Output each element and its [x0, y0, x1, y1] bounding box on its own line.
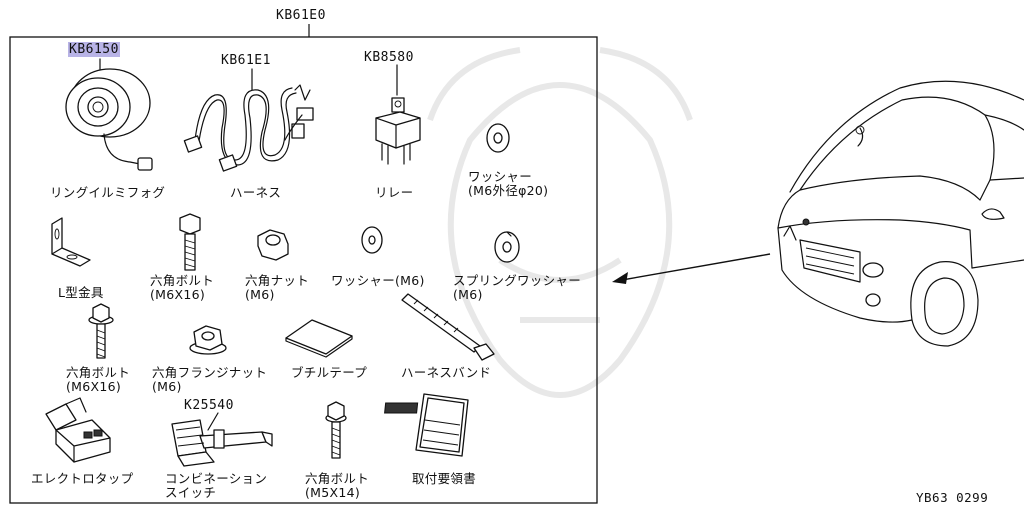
- kit-frame: [9, 36, 598, 504]
- relay-illustration: [375, 97, 421, 165]
- bolt-2-illustration: [88, 303, 114, 359]
- label-washer-20: ワッシャー (M6外径φ20): [468, 169, 549, 198]
- ring-fog-illustration: [65, 68, 153, 171]
- assembly-code: KB61E0: [276, 8, 326, 23]
- label-manual: 取付要領書: [412, 471, 477, 486]
- combination-switch-illustration: [171, 419, 273, 467]
- label-spring-washer: スプリングワッシャー (M6): [453, 273, 582, 302]
- part-code-combination-switch[interactable]: K25540: [184, 398, 234, 413]
- spring-washer-illustration: [494, 231, 520, 263]
- harness-band-illustration: [401, 293, 495, 361]
- label-washer-m6: ワッシャー(M6): [331, 273, 425, 288]
- vehicle-illustration: [777, 80, 1024, 347]
- label-flange-nut: 六角フランジナット (M6): [152, 365, 268, 394]
- label-relay: リレー: [375, 185, 414, 200]
- label-bolt-1: 六角ボルト (M6X16): [150, 273, 215, 302]
- nut-illustration: [257, 229, 289, 261]
- part-code-relay[interactable]: KB8580: [364, 50, 414, 65]
- watermark-emblem: [427, 47, 693, 398]
- label-nut: 六角ナット (M6): [245, 273, 310, 302]
- location-arrow: [612, 253, 771, 284]
- label-bolt-3: 六角ボルト (M5X14): [305, 471, 370, 500]
- electro-tap-illustration: [45, 397, 111, 463]
- manual-illustration: [384, 393, 469, 457]
- label-combination-switch: コンビネーション スイッチ: [165, 471, 268, 500]
- figure-code: YB63 0299: [916, 490, 989, 505]
- label-ring-fog: リングイルミフォグ: [50, 185, 166, 200]
- harness-illustration: [183, 84, 314, 172]
- l-bracket-illustration: [51, 217, 91, 267]
- label-harness-band: ハーネスバンド: [401, 365, 492, 380]
- washer-20-illustration: [486, 123, 510, 153]
- label-electro-tap: エレクトロタップ: [31, 471, 134, 486]
- bolt-3-illustration: [325, 401, 347, 459]
- bolt-1-illustration: [179, 213, 201, 271]
- label-butyl-tape: ブチルテープ: [291, 365, 368, 380]
- label-bolt-2: 六角ボルト (M6X16): [66, 365, 131, 394]
- part-code-harness[interactable]: KB61E1: [221, 53, 271, 68]
- flange-nut-illustration: [189, 325, 227, 355]
- washer-m6-illustration: [361, 226, 383, 254]
- label-harness: ハーネス: [230, 185, 282, 200]
- leader-k25540: [207, 412, 219, 431]
- butyl-tape-illustration: [285, 319, 353, 358]
- label-l-bracket: L型金具: [58, 285, 104, 300]
- highlighted-part-code[interactable]: KB6150: [68, 42, 120, 57]
